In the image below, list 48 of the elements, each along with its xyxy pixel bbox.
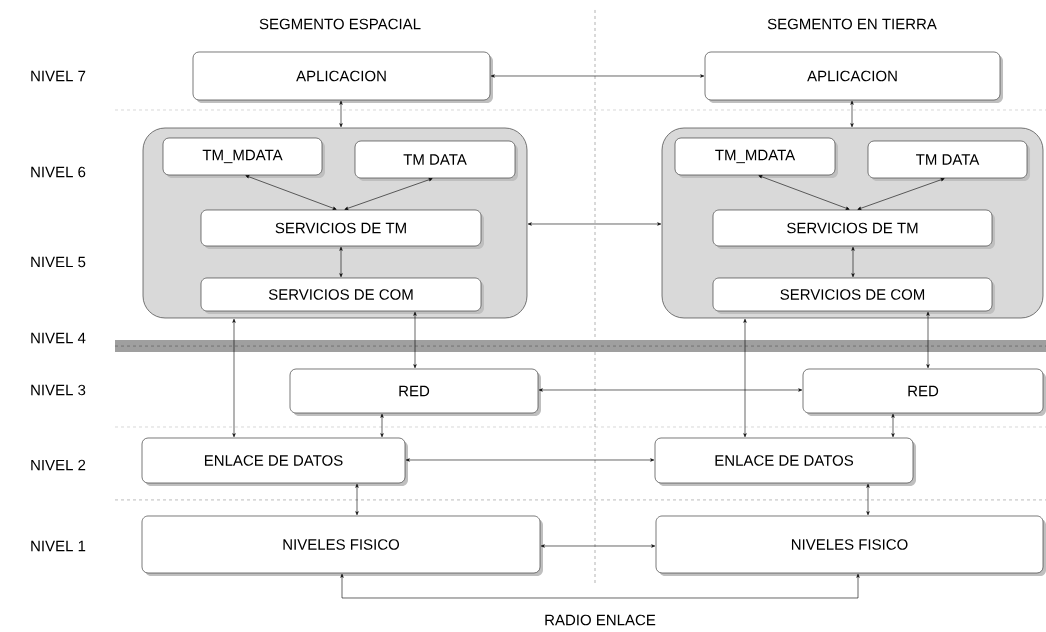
level-label: NIVEL 6 [31,166,86,178]
layer-box: SERVICIOS DE TM [200,209,484,249]
layer-box: NIVELES FISICO [141,515,543,576]
arrow [413,311,417,369]
layer-box: SERVICIOS DE TM [712,209,995,249]
layer-box: APLICACION [704,51,1003,103]
arrow [527,222,662,226]
layer-box: TM_MDATA [674,137,838,178]
arrow [340,573,860,599]
arrow [851,246,855,278]
arrow [850,100,854,128]
arrow [490,74,705,78]
layer-box: SERVICIOS DE COM [200,277,484,314]
arrow [405,458,655,462]
level-label: NIVEL 2 [31,459,86,471]
layer-box: ENLACE DE DATOS [141,437,408,486]
arrow [344,178,433,210]
level-label: NIVEL 1 [31,540,86,552]
segment-title: SEGMENTO ESPACIAL [259,18,421,30]
arrow [232,318,236,438]
arrow [758,175,850,210]
arrow [538,388,803,392]
arrow [891,413,895,438]
arrow [866,483,870,516]
arrow [857,178,945,210]
arrow [743,318,747,438]
arrow [245,175,337,210]
layer-box: RED [802,368,1046,416]
level-label: NIVEL 5 [31,256,86,268]
arrow [540,544,656,548]
arrow [380,413,384,438]
segment-title: SEGMENTO EN TIERRA [767,18,937,30]
layer-box: ENLACE DE DATOS [654,437,916,486]
layer-box: RED [289,368,541,416]
arrow [926,311,930,369]
arrow [355,483,359,516]
layer-box: TM_MDATA [162,137,325,178]
layer-box: SERVICIOS DE COM [712,277,995,314]
level-label: NIVEL 3 [31,384,86,396]
layer-box: TM DATA [354,140,518,181]
layer-box: APLICACION [192,51,493,103]
layer-box: NIVELES FISICO [655,515,1046,576]
level-label: NIVEL 7 [31,70,86,82]
arrow [339,100,343,128]
edge-label: RADIO ENLACE [542,612,658,628]
level-label: NIVEL 4 [31,332,86,344]
layer-box: TM DATA [867,140,1030,181]
arrow [339,246,343,278]
